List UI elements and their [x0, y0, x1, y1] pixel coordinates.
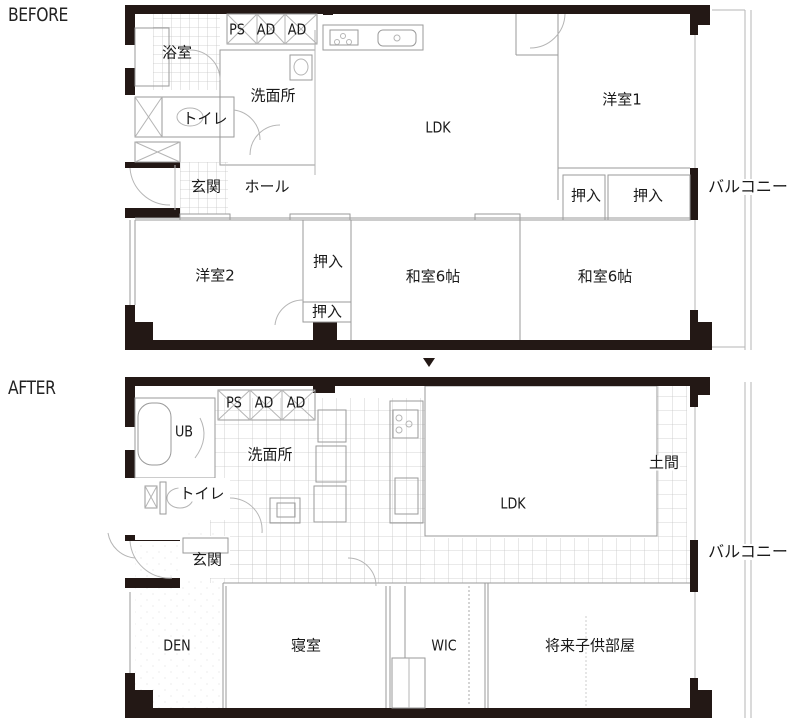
before-title: BEFORE	[8, 4, 68, 26]
room-ad-1: AD	[254, 393, 274, 412]
after-floor-plan: AFTER	[0, 368, 800, 727]
room-ldk: LDK	[425, 118, 451, 137]
room-hall: ホール	[244, 177, 290, 196]
room-western-1: 洋室1	[602, 90, 642, 109]
room-western-2: 洋室2	[195, 266, 235, 285]
room-ad-1: AD	[256, 20, 276, 39]
room-closet-4: 押入	[311, 302, 343, 321]
room-ad-2: AD	[286, 393, 306, 412]
room-closet-1: 押入	[570, 186, 602, 205]
room-ps: PS	[229, 20, 245, 39]
room-washroom: 洗面所	[246, 445, 294, 464]
room-den: DEN	[163, 636, 191, 655]
room-entrance: 玄関	[191, 550, 223, 569]
before-plan-drawing	[125, 5, 752, 350]
room-doma: 土間	[647, 453, 681, 472]
balcony-label: バルコニー	[707, 542, 789, 561]
room-bath: 浴室	[161, 43, 193, 62]
room-bedroom: 寝室	[290, 636, 322, 655]
room-future-kids-room: 将来子供部屋	[544, 636, 636, 655]
room-toilet: トイレ	[178, 484, 226, 503]
balcony-label: バルコニー	[707, 177, 789, 196]
room-wic: WIC	[431, 636, 457, 655]
room-closet-2: 押入	[632, 186, 664, 205]
room-closet-3: 押入	[312, 252, 344, 271]
room-ad-2: AD	[287, 20, 307, 39]
room-entrance: 玄関	[190, 177, 222, 196]
room-washroom: 洗面所	[250, 86, 296, 105]
before-floor-plan: BEFORE	[0, 0, 800, 360]
after-title: AFTER	[8, 377, 56, 399]
room-toilet: トイレ	[182, 109, 228, 128]
room-ldk: LDK	[500, 494, 526, 513]
down-triangle-icon	[423, 358, 435, 367]
after-plan-drawing	[107, 377, 752, 718]
room-japanese-2: 和室6帖	[577, 267, 633, 286]
room-ps: PS	[226, 393, 242, 412]
room-ub: UB	[174, 422, 194, 441]
room-japanese-1: 和室6帖	[405, 267, 461, 286]
